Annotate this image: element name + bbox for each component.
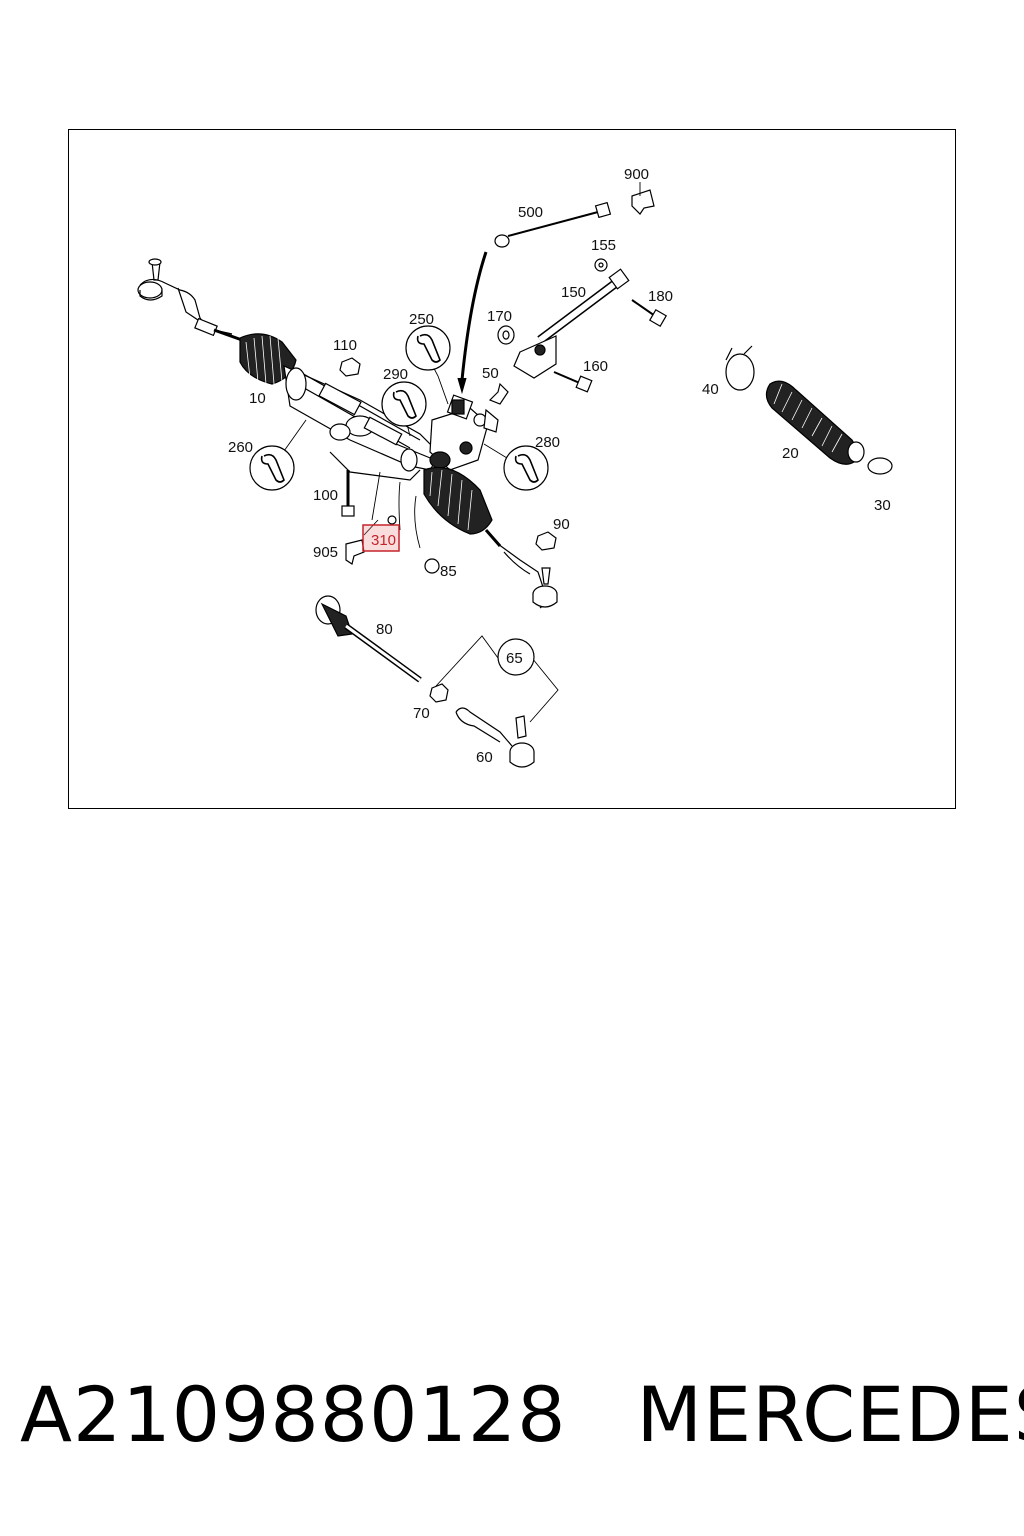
label-110: 110 xyxy=(333,337,357,354)
label-160: 160 xyxy=(583,358,608,375)
torque-callouts xyxy=(249,325,549,676)
diagram-frame xyxy=(68,129,956,809)
part-160-bolt xyxy=(553,371,593,393)
label-60: 60 xyxy=(476,749,493,766)
part-60-tie-rod-end xyxy=(455,707,535,768)
wrench-icon-290 xyxy=(381,381,427,427)
right-bellow xyxy=(423,466,502,547)
label-250: 250 xyxy=(409,311,434,328)
part-500-rod xyxy=(457,201,612,395)
highlight-box-310 xyxy=(362,524,400,552)
label-100: 100 xyxy=(313,487,338,504)
wrench-icon-250 xyxy=(405,325,451,371)
part-150-shaft xyxy=(513,268,630,379)
label-290: 290 xyxy=(383,366,408,383)
label-30: 30 xyxy=(874,497,891,514)
label-170: 170 xyxy=(487,308,512,325)
label-310: 310 xyxy=(371,532,396,549)
label-150: 150 xyxy=(561,284,586,301)
label-90: 90 xyxy=(553,516,570,533)
right-tie-rod-end xyxy=(497,543,558,609)
label-85: 85 xyxy=(440,563,457,580)
label-20: 20 xyxy=(782,445,799,462)
rack-housing xyxy=(283,365,441,481)
wrench-icon-260 xyxy=(249,445,295,491)
part-155-washer xyxy=(594,258,608,272)
part-110-nut xyxy=(339,357,361,377)
part-number: A2109880128 xyxy=(20,1370,567,1459)
part-labels: 10 20 30 40 50 60 65 70 80 85 90 100 110… xyxy=(228,166,891,766)
label-65: 65 xyxy=(506,650,523,667)
part-100-bolt xyxy=(341,470,355,517)
label-500: 500 xyxy=(518,204,543,221)
part-900-bracket xyxy=(631,189,655,215)
label-50: 50 xyxy=(482,365,499,382)
part-number-caption: A2109880128 MERCEDES xyxy=(20,1370,1024,1459)
label-260: 260 xyxy=(228,439,253,456)
label-155: 155 xyxy=(591,237,616,254)
label-40: 40 xyxy=(702,381,719,398)
part-50-bracket xyxy=(488,382,509,405)
leader-lines xyxy=(271,182,641,723)
part-30-clamp xyxy=(867,457,893,475)
left-bellow xyxy=(239,333,297,385)
part-70-nut xyxy=(429,683,449,703)
part-40-clamp xyxy=(725,345,755,391)
label-80: 80 xyxy=(376,621,393,638)
part-90-nut xyxy=(535,531,557,551)
label-900: 900 xyxy=(624,166,649,183)
steering-rack-exploded-diagram: 10 20 30 40 50 60 65 70 80 85 90 100 110… xyxy=(137,166,893,768)
part-310-small-part xyxy=(387,515,397,525)
part-905-bracket xyxy=(345,539,365,565)
brand-name: MERCEDES xyxy=(636,1370,1024,1459)
label-180: 180 xyxy=(648,288,673,305)
part-85-nut xyxy=(424,558,440,574)
part-170-washer xyxy=(497,325,515,345)
wrench-icon-280 xyxy=(503,445,549,491)
callout-circle-65 xyxy=(497,638,535,676)
valve-body xyxy=(429,394,499,471)
label-70: 70 xyxy=(413,705,430,722)
part-20-bellow xyxy=(765,380,865,465)
left-tie-rod-end xyxy=(137,258,243,342)
label-905: 905 xyxy=(313,544,338,561)
part-180-bolt xyxy=(631,299,668,328)
part-80-inner-tie-rod xyxy=(315,595,422,683)
label-280: 280 xyxy=(535,434,560,451)
label-10: 10 xyxy=(249,390,266,407)
